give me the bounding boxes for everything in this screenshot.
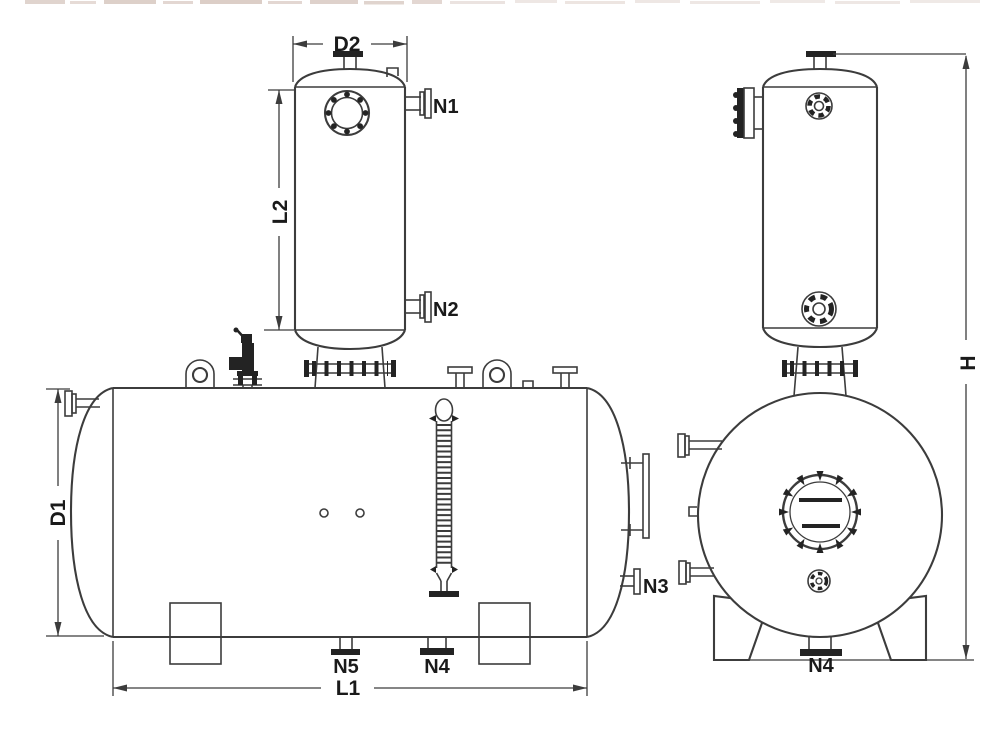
lifting-lug-right [482,359,512,388]
dim-label-d1: D1 [47,499,70,526]
tank-end-shell [696,391,944,639]
nozzle-n5 [331,637,360,655]
vertical-column-end [733,51,879,397]
nozzle-n1 [405,88,432,119]
end-nozzle-lower-left [678,560,714,585]
nozzle-face-upper [805,92,833,120]
column-bottom-head-end [762,327,878,349]
column-top-head [294,67,406,88]
nozzle-label-n2: N2 [433,299,459,321]
nozzle-label-n4-end: N4 [808,655,834,677]
dim-l1: L1 [112,641,588,700]
end-stub-left [688,506,698,517]
left-head-nozzle [64,390,100,417]
safety-valve [229,327,262,388]
dim-h: H [833,53,980,659]
tank-right-head [586,386,631,639]
top-stub [522,380,534,388]
tank-left-head [69,386,114,639]
dim-label-l1: L1 [336,677,361,700]
horizontal-tank-side: N3 N5 N4 [64,327,669,678]
column-bottom-head [294,329,406,351]
manhole-side [323,89,371,137]
top-nozzle-a [447,366,473,388]
sight-hole-1 [319,508,329,518]
end-nozzle-upper-left [677,433,722,458]
side-flange-bolted [733,87,763,139]
right-head-flange [621,453,650,539]
drain-face [807,569,831,593]
column-top-nozzle-end [806,51,836,70]
lifting-lug-left [185,359,215,388]
manhole-end [779,471,861,553]
column-neck-end [782,346,858,397]
dim-label-l2: L2 [269,200,292,225]
vertical-column-side: N1 N2 [293,51,459,389]
nozzle-n3 [620,568,641,595]
saddle-right [478,602,531,665]
column-top-head-end [762,67,878,88]
nozzle-label-n3: N3 [643,576,669,598]
side-view: N1 N2 [46,33,669,700]
end-view: N4 H [677,51,980,677]
nozzle-label-n5: N5 [333,656,359,678]
dim-d2: D2 [292,33,408,82]
top-nozzle-b [552,366,578,388]
column-neck [304,346,396,389]
saddle-left [169,602,222,665]
dim-label-d2: D2 [334,33,361,56]
dim-l2: L2 [264,89,296,331]
vent-stub [386,67,399,77]
nozzle-n4-side [420,637,454,655]
dim-label-h: H [957,355,980,370]
nozzle-n4-end [800,637,842,656]
column-top-nozzle [333,51,363,70]
sight-hole-2 [355,508,365,518]
level-gauge [429,398,459,597]
nozzle-face-lower [801,291,837,327]
nozzle-label-n1: N1 [433,96,459,118]
cropped-text-remnant [25,0,980,5]
nozzle-n2 [405,291,432,323]
nozzle-label-n4-side: N4 [424,656,450,678]
dim-d1: D1 [46,388,104,637]
